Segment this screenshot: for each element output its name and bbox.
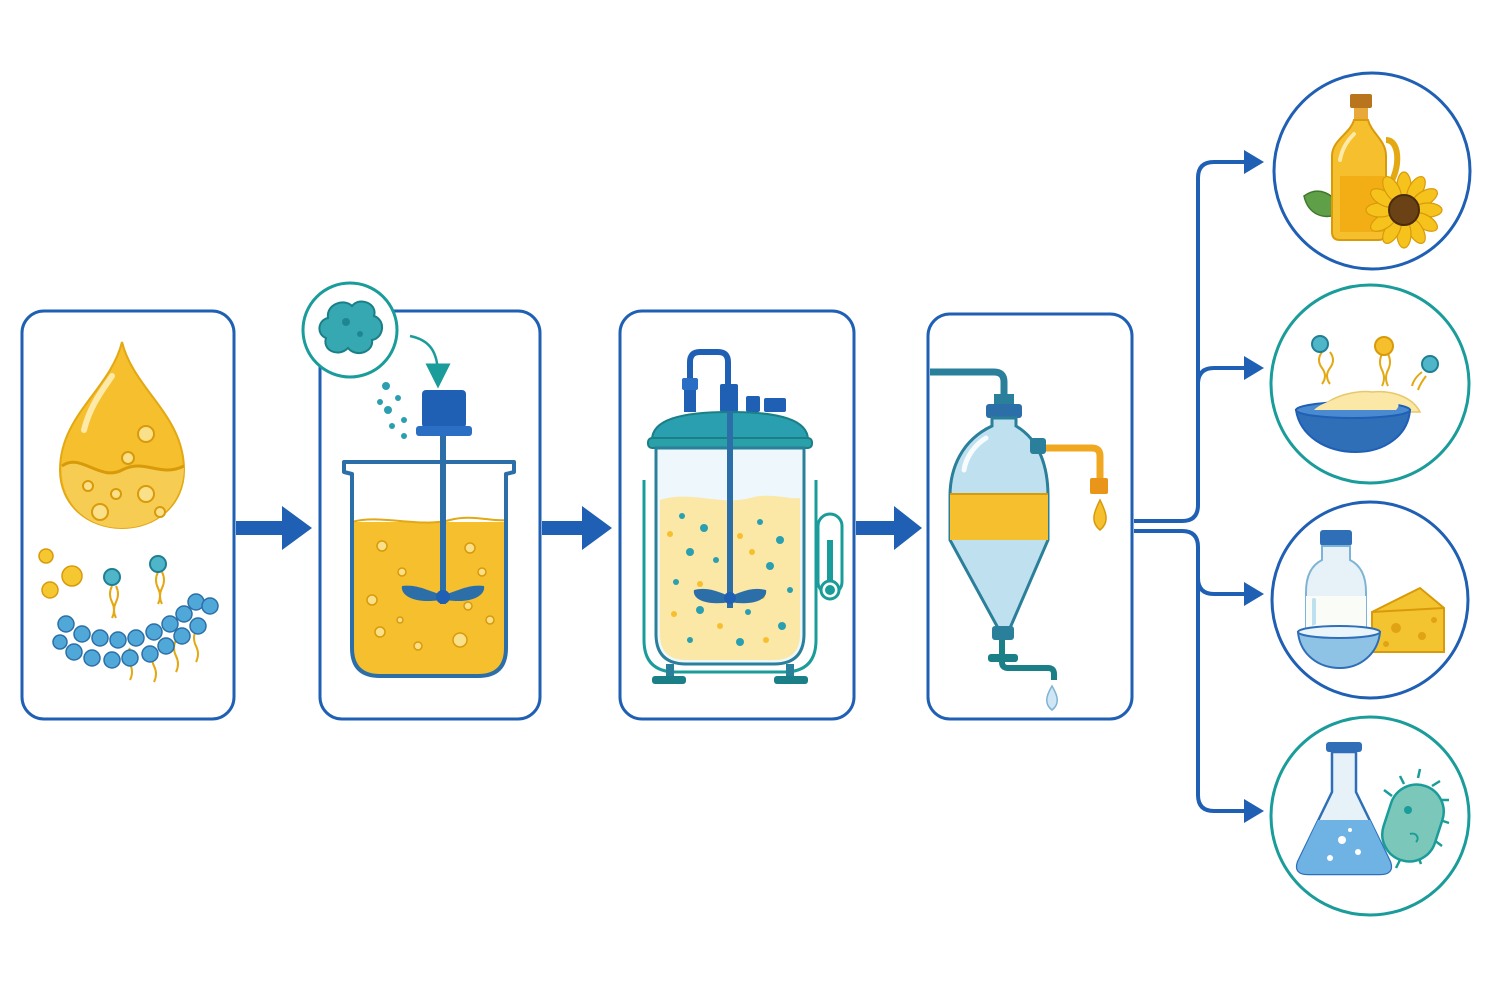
tap-icon xyxy=(1030,438,1108,531)
separating-funnel-icon xyxy=(930,368,1058,711)
product-vegetable-oil xyxy=(1272,71,1472,271)
stage-enzyme-addition xyxy=(301,281,542,721)
enzyme-icon xyxy=(301,281,399,379)
flow-arrow xyxy=(856,506,922,550)
jacketed-reactor-icon xyxy=(642,349,818,684)
product-frame xyxy=(1269,283,1471,485)
product-microbiology xyxy=(1269,715,1471,917)
powder-bowl-icon xyxy=(1294,390,1422,454)
microbe-icon xyxy=(1381,768,1450,869)
branch-arrowheads xyxy=(1244,150,1264,823)
cream-bowl-icon xyxy=(1296,621,1382,670)
sunflower-icon xyxy=(1365,171,1443,249)
stirred-beaker-icon xyxy=(342,390,516,678)
stage-lipid-substrate xyxy=(20,309,236,721)
enzyme-particles xyxy=(377,382,407,439)
dosing-arrow xyxy=(409,334,451,389)
product-phospholipid-powder xyxy=(1269,283,1471,485)
phospholipid-molecules-icon xyxy=(38,548,219,683)
branch-connectors xyxy=(1134,160,1248,813)
oil-drop-icon xyxy=(58,341,186,530)
flow-arrow xyxy=(236,506,312,550)
stage-separation xyxy=(926,312,1134,721)
flow-arrow xyxy=(542,506,612,550)
phospholipid-molecules-icon xyxy=(1311,335,1439,391)
product-frame xyxy=(1270,500,1470,700)
stage-bioreactor xyxy=(618,309,856,721)
flask-icon xyxy=(1295,742,1393,876)
product-dairy xyxy=(1270,500,1470,700)
thermometer-icon xyxy=(816,512,844,601)
